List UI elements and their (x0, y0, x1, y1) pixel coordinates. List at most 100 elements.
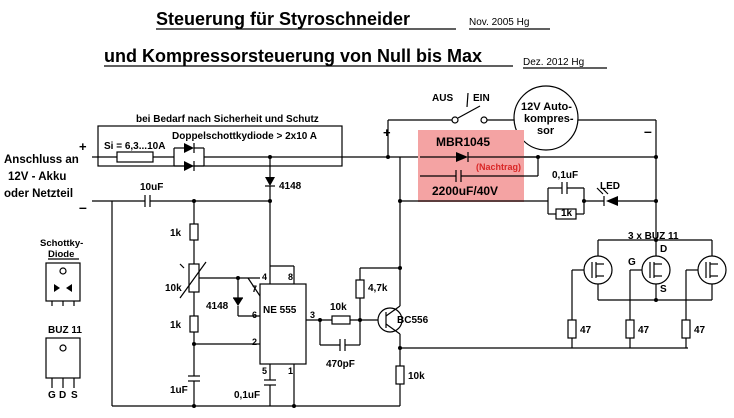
ic-pin-1: 1 (288, 366, 293, 376)
cap-10uf-label: 10uF (140, 182, 163, 193)
compressor-motor (513, 85, 579, 151)
transistor-bc556-emitter (385, 305, 401, 317)
legend-buz-d: D (59, 390, 66, 401)
node-plus-right (386, 155, 390, 159)
connection-line-2: 12V - Akku (8, 171, 66, 183)
led-ray-1 (596, 187, 604, 195)
resistor-47-3-label: 47 (694, 325, 706, 336)
cap-ctrl-label: 0,1uF (234, 390, 260, 401)
led-symbol (606, 196, 618, 206)
mosfet-count-label: 3 x BUZ 11 (628, 231, 679, 242)
node-pin3 (318, 318, 322, 322)
ic-pin-5: 5 (262, 366, 267, 376)
switch-contact-2 (480, 116, 488, 124)
resistor-10k-base-label: 10k (330, 302, 347, 313)
legend-schottky-title: Schottky- (40, 238, 83, 249)
resistor-10k-collector-label: 10k (408, 371, 425, 382)
fuse-symbol (116, 151, 154, 163)
led-ray-2 (601, 187, 609, 195)
ic-pin-8: 8 (288, 272, 293, 282)
ic-ne555-label: NE 555 (263, 305, 297, 316)
ic-pin-6: 6 (252, 310, 257, 320)
resistor-47-1-label: 47 (580, 325, 592, 336)
switch-off-label: AUS (432, 93, 453, 104)
resistor-4k7 (355, 279, 365, 299)
ic-ne555-body (259, 283, 307, 365)
compressor-label-2: kompres- (524, 113, 574, 125)
cap-led-label: 0,1uF (552, 170, 578, 181)
ic-pin-2: 2 (252, 337, 257, 347)
resistor-47-2 (625, 319, 635, 339)
buz11-package-hole (59, 344, 67, 352)
node-ground-555 (292, 404, 296, 408)
fuse-label: Si = 6,3...10A (104, 141, 165, 152)
schottky-package-diode-right (66, 284, 72, 292)
wire-pin7 (247, 277, 261, 297)
transistor-bc556-label: BC556 (397, 315, 429, 326)
resistor-1k-top (189, 223, 199, 241)
connection-line-1: Anschluss an (4, 154, 79, 166)
buz11-package (45, 337, 81, 379)
compressor-minus-sign: – (644, 123, 652, 139)
switch-on-label: EIN (473, 93, 490, 104)
schottky-package-diode-left (54, 284, 60, 292)
resistor-1k-bottom (189, 315, 199, 333)
legend-buz-s: S (71, 390, 78, 401)
resistor-47-1 (567, 319, 577, 339)
resistor-4k7-label: 4,7k (368, 283, 388, 294)
compressor-label-3: sor (537, 125, 555, 137)
node-divider-top (192, 199, 196, 203)
potentiometer-arrow-tick (179, 263, 185, 269)
diode-4148-supply-symbol (265, 177, 275, 186)
node-led-join (582, 199, 586, 203)
transistor-bc556-body (377, 307, 403, 333)
node-gate-bus (398, 346, 402, 350)
led-label: LED (600, 181, 620, 192)
schottky-package-hole (59, 267, 67, 275)
ic-pin-4: 4 (262, 272, 267, 282)
potentiometer-arrow (179, 261, 207, 299)
mosfet-gate-label: G (628, 257, 636, 268)
diode-4148-supply-label: 4148 (279, 181, 302, 192)
node-ground-cap (192, 404, 196, 408)
node-source (654, 298, 658, 302)
protection-box (97, 125, 343, 167)
node-led-rail (398, 199, 402, 203)
addendum-note: (Nachtrag) (476, 162, 521, 172)
cap-470pf-label: 470pF (326, 359, 355, 370)
addendum-diode-label: MBR1045 (436, 135, 490, 149)
mosfet-1-body (583, 255, 613, 285)
mosfet-2 (641, 255, 671, 285)
title-date-1: Nov. 2005 Hg (469, 17, 529, 28)
mosfet-1 (583, 255, 613, 285)
node-trigger (192, 342, 196, 346)
addendum-highlight (418, 130, 524, 202)
mosfet-2-body (641, 255, 671, 285)
node-wiper (236, 276, 240, 280)
note-safety: bei Bedarf nach Sicherheit und Schutz (136, 114, 319, 125)
resistor-10k-collector (395, 365, 405, 385)
mosfet-3-body (697, 255, 727, 285)
schottky-diode-1-symbol (184, 143, 194, 153)
title-line-1: Steuerung für Styroschneider (156, 9, 410, 29)
title-line-2: und Kompressorsteuerung von Null bis Max (104, 46, 482, 66)
diode-mbr1045-symbol (456, 152, 468, 162)
node-emitter (398, 266, 402, 270)
resistor-1k-bottom-label: 1k (170, 320, 182, 331)
diode-note: Doppelschottkydiode > 2x10 A (172, 131, 317, 142)
switch-contact-1 (451, 116, 459, 124)
node-drain (654, 238, 658, 242)
legend-schottky-title-2: Diode (48, 249, 74, 260)
mosfet-3 (697, 255, 727, 285)
legend-buz-g: G (48, 390, 56, 401)
resistor-1k-led-label: 1k (561, 208, 573, 219)
addendum-cap-label: 2200uF/40V (432, 184, 498, 198)
ic-pin-7: 7 (252, 284, 257, 294)
node-vcc (268, 199, 272, 203)
node-led-minus (654, 199, 658, 203)
mosfet-drain-label: D (660, 244, 667, 255)
transistor-bc556-collector (385, 323, 401, 335)
resistor-47-3 (681, 319, 691, 339)
input-plus-sign: + (79, 139, 87, 154)
